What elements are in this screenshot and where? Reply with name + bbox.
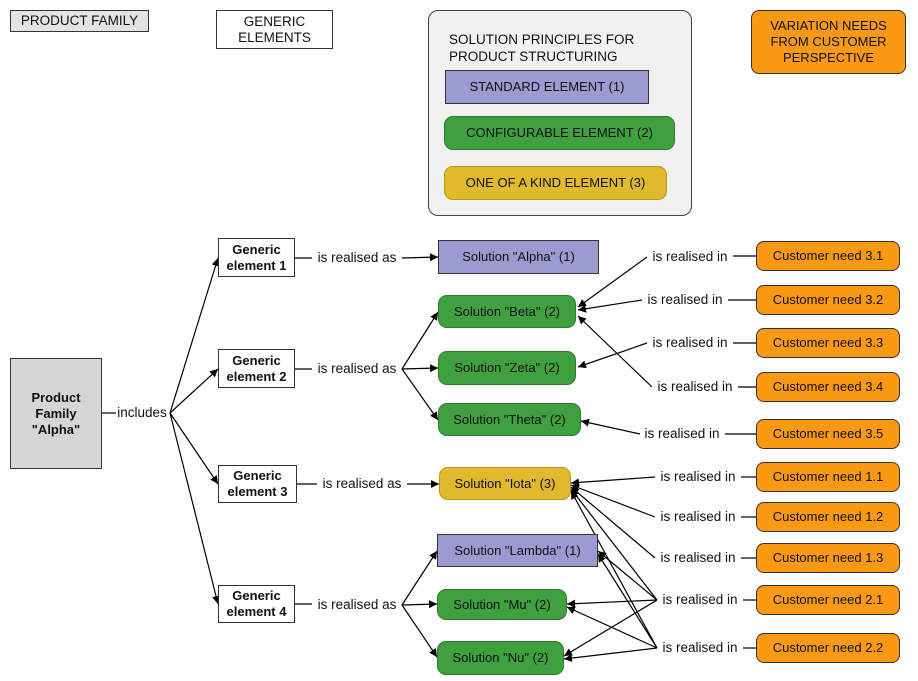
customer-need-3-4: Customer need 3.4 bbox=[756, 372, 900, 402]
legend-generic-elements: GENERIC ELEMENTS bbox=[216, 10, 333, 49]
link-in12-iota bbox=[570, 484, 656, 518]
link-g2-theta bbox=[401, 368, 439, 421]
link-in22-nu bbox=[563, 647, 658, 663]
label-realised-in-3-3: is realised in bbox=[651, 335, 729, 351]
solution-beta: Solution "Beta" (2) bbox=[438, 295, 576, 328]
label-realised-in-1-1: is realised in bbox=[659, 469, 737, 485]
label-realised-in-1-2: is realised in bbox=[659, 509, 737, 525]
link-in21-lambda bbox=[597, 550, 658, 601]
customer-need-2-2: Customer need 2.2 bbox=[756, 633, 900, 663]
link-in33-zeta bbox=[577, 342, 648, 369]
link-in21-iota bbox=[570, 488, 658, 601]
label-includes: includes bbox=[116, 405, 168, 421]
legend-variation-needs: VARIATION NEEDS FROM CUSTOMER PERSPECTIV… bbox=[751, 10, 906, 74]
legend-standard-element: STANDARD ELEMENT (1) bbox=[445, 70, 649, 104]
link-g4-mu bbox=[401, 600, 438, 609]
customer-need-3-3: Customer need 3.3 bbox=[756, 328, 900, 358]
label-realised-in-2-1: is realised in bbox=[661, 592, 739, 608]
link-g2-beta bbox=[401, 311, 439, 370]
link-in32-beta bbox=[577, 299, 643, 313]
customer-need-2-1: Customer need 2.1 bbox=[756, 585, 900, 615]
link-in31-beta bbox=[577, 256, 648, 308]
solution-alpha: Solution "Alpha" (1) bbox=[438, 240, 599, 274]
legend-one-of-a-kind-element: ONE OF A KIND ELEMENT (3) bbox=[444, 166, 667, 200]
link-includes-g3 bbox=[169, 412, 219, 485]
legend-product-family: PRODUCT FAMILY bbox=[10, 10, 149, 32]
product-family-box: Product Family "Alpha" bbox=[10, 358, 102, 469]
solution-mu: Solution "Mu" (2) bbox=[437, 589, 567, 620]
customer-need-1-3: Customer need 1.3 bbox=[756, 543, 900, 573]
label-realised-in-3-2: is realised in bbox=[646, 292, 724, 308]
link-includes-g4 bbox=[169, 412, 220, 605]
link-in22-mu bbox=[566, 606, 658, 649]
link-in21-mu bbox=[566, 599, 658, 608]
solution-nu: Solution "Nu" (2) bbox=[437, 641, 564, 675]
link-g2-zeta bbox=[401, 364, 439, 373]
link-in22-iota bbox=[570, 490, 658, 649]
customer-need-3-5: Customer need 3.5 bbox=[756, 419, 900, 449]
label-realised-in-1-3: is realised in bbox=[659, 550, 737, 566]
label-realised-in-3-4: is realised in bbox=[656, 379, 734, 395]
link-g4-lambda bbox=[401, 550, 438, 606]
customer-need-1-2: Customer need 1.2 bbox=[756, 502, 900, 532]
link-in13-iota bbox=[570, 486, 656, 559]
link-g4-nu bbox=[401, 604, 438, 658]
customer-need-3-2: Customer need 3.2 bbox=[756, 285, 900, 315]
link-in35-theta bbox=[580, 418, 641, 435]
link-g1-alpha bbox=[401, 253, 439, 262]
link-includes-g1 bbox=[169, 257, 220, 414]
link-in34-beta bbox=[577, 315, 653, 388]
solution-iota: Solution "Iota" (3) bbox=[439, 467, 571, 500]
legend-configurable-element: CONFIGURABLE ELEMENT (2) bbox=[444, 116, 675, 150]
label-realised-as-g1: is realised as bbox=[316, 250, 398, 266]
label-realised-in-3-5: is realised in bbox=[643, 426, 721, 442]
link-includes-g2 bbox=[169, 368, 219, 414]
solution-zeta: Solution "Zeta" (2) bbox=[438, 351, 576, 385]
solution-lambda: Solution "Lambda" (1) bbox=[437, 534, 598, 567]
label-realised-as-g4: is realised as bbox=[316, 597, 398, 613]
link-in11-iota bbox=[570, 476, 656, 487]
link-in22-lambda bbox=[597, 553, 658, 649]
generic-element-4: Generic element 4 bbox=[218, 585, 295, 623]
generic-element-1: Generic element 1 bbox=[218, 238, 295, 277]
customer-need-1-1: Customer need 1.1 bbox=[756, 462, 900, 492]
generic-element-3: Generic element 3 bbox=[218, 465, 297, 503]
generic-element-2: Generic element 2 bbox=[218, 349, 295, 388]
legend-panel-title: SOLUTION PRINCIPLES FOR PRODUCT STRUCTUR… bbox=[449, 32, 635, 64]
customer-need-3-1: Customer need 3.1 bbox=[756, 241, 900, 271]
solution-theta: Solution "Theta" (2) bbox=[438, 403, 581, 436]
label-realised-in-3-1: is realised in bbox=[651, 249, 729, 265]
link-in21-nu bbox=[563, 599, 658, 657]
label-realised-as-g3: is realised as bbox=[321, 476, 403, 492]
label-realised-in-2-2: is realised in bbox=[661, 640, 739, 656]
label-realised-as-g2: is realised as bbox=[316, 361, 398, 377]
